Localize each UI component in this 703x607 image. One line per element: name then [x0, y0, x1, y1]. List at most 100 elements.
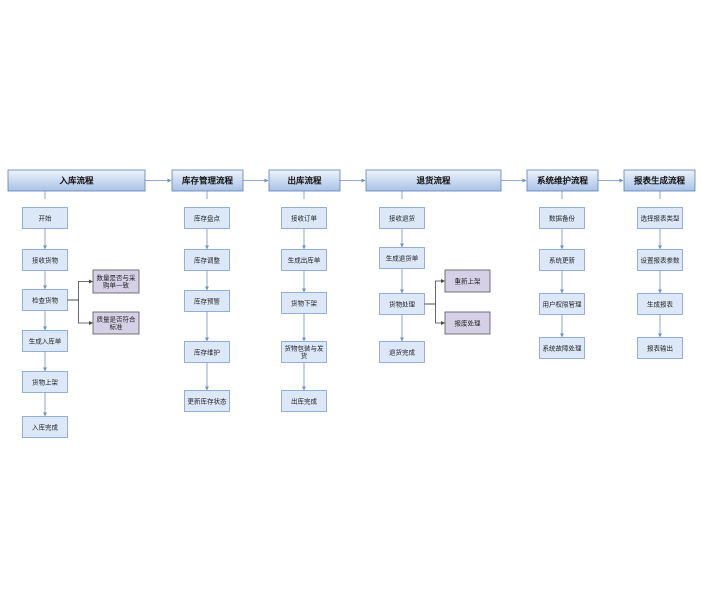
branch-box[interactable] [444, 311, 491, 335]
step-label-line: 数据备份 [549, 213, 576, 222]
step-node[interactable]: 系统更新 [539, 249, 585, 271]
branch-node[interactable]: 数量是否与采购单一致 [92, 269, 140, 294]
step-label: 报表输出 [647, 343, 673, 352]
step-label: 货物上架 [32, 377, 59, 386]
step-box[interactable] [379, 341, 425, 363]
step-node[interactable]: 库存盘点 [184, 207, 230, 229]
step-label-line: 用户权限管理 [543, 299, 583, 308]
step-node[interactable]: 出库完成 [281, 390, 327, 412]
step-node[interactable]: 接收订单 [281, 207, 327, 229]
step-node[interactable]: 用户权限管理 [539, 293, 585, 315]
lane-header-box[interactable] [526, 169, 599, 192]
step-node[interactable]: 库存预警 [184, 290, 230, 312]
step-node[interactable]: 系统故障处理 [539, 337, 585, 359]
branch-label: 质量是否符合标准 [97, 315, 137, 332]
step-node[interactable]: 检查货物 [22, 289, 68, 311]
step-node[interactable]: 生成报表 [637, 293, 683, 315]
branch-connector [67, 299, 93, 325]
step-node[interactable]: 退货完成 [379, 341, 425, 363]
step-node[interactable]: 生成入库单 [22, 330, 68, 352]
branch-node[interactable]: 重新上架 [444, 269, 491, 293]
step-label-line: 接收订单 [291, 213, 318, 222]
branch-box[interactable] [92, 269, 140, 294]
lane-header-returns[interactable]: 退货流程 [365, 169, 502, 192]
step-box[interactable] [184, 390, 230, 412]
step-box[interactable] [281, 390, 327, 412]
step-label-line: 检查货物 [32, 295, 59, 304]
branch-node[interactable]: 报废处理 [444, 311, 491, 335]
lane-header-report[interactable]: 报表生成流程 [623, 169, 696, 192]
step-node[interactable]: 库存调整 [184, 249, 230, 271]
step-node[interactable]: 开始 [22, 207, 68, 229]
step-node[interactable]: 数据备份 [539, 207, 585, 229]
step-node[interactable]: 选择报表类型 [637, 207, 683, 229]
lane-header-box[interactable] [623, 169, 696, 192]
lane-title: 系统维护流程 [537, 176, 589, 187]
step-label: 退货完成 [389, 347, 416, 356]
step-label: 系统故障处理 [543, 343, 583, 352]
branch-node[interactable]: 质量是否符合标准 [92, 311, 140, 335]
branch-label-line: 购单一致 [103, 281, 130, 290]
step-label-line: 接收退货 [389, 213, 416, 222]
step-node[interactable]: 入库完成 [22, 416, 68, 438]
step-box[interactable] [539, 337, 585, 359]
step-label-line: 出库完成 [291, 396, 318, 405]
lane-header-box[interactable] [7, 169, 146, 192]
step-label-line: 报表输出 [647, 343, 673, 352]
step-node[interactable]: 设置报表参数 [637, 249, 683, 271]
step-label: 更新库存状态 [188, 396, 228, 405]
step-node[interactable]: 生成出库单 [281, 249, 327, 271]
step-label-line: 生成出库单 [288, 255, 321, 264]
step-node[interactable]: 库存维护 [184, 341, 230, 363]
step-label: 开始 [39, 213, 53, 222]
step-box[interactable] [637, 337, 683, 359]
step-label: 库存维护 [194, 347, 220, 356]
step-label-line: 库存调整 [194, 255, 221, 264]
step-label: 货物包装与发货 [285, 344, 325, 361]
step-label: 货物处理 [389, 299, 416, 308]
step-label: 检查货物 [32, 295, 59, 304]
branch-connector [424, 279, 445, 305]
step-node[interactable]: 更新库存状态 [184, 390, 230, 412]
step-label-line: 库存预警 [194, 296, 221, 305]
step-label-line: 选择报表类型 [641, 213, 681, 222]
branch-connector [424, 303, 445, 325]
step-label-line: 生成入库单 [29, 336, 62, 345]
step-box[interactable] [22, 416, 68, 438]
lane-title: 报表生成流程 [634, 176, 686, 187]
lane-header-inbound[interactable]: 入库流程 [7, 169, 146, 192]
step-node[interactable]: 生成退货单 [379, 247, 425, 269]
lane-header-box[interactable] [268, 169, 341, 192]
step-label-line: 入库完成 [32, 422, 59, 431]
step-label: 设置报表参数 [641, 255, 681, 264]
step-node[interactable]: 报表输出 [637, 337, 683, 359]
step-node[interactable]: 货物下架 [281, 292, 327, 314]
step-node[interactable]: 接收退货 [379, 207, 425, 229]
branch-box[interactable] [444, 269, 491, 293]
step-label: 接收货物 [32, 255, 59, 264]
branch-label-line: 数量是否与采 [97, 273, 137, 282]
step-label: 出库完成 [291, 396, 318, 405]
lane-header-maintenance[interactable]: 系统维护流程 [526, 169, 599, 192]
lane-header-box[interactable] [171, 169, 244, 192]
step-node[interactable]: 接收货物 [22, 249, 68, 271]
step-node[interactable]: 货物包装与发货 [281, 341, 327, 363]
lane-header-inventory[interactable]: 库存管理流程 [171, 169, 244, 192]
step-node[interactable]: 货物处理 [379, 293, 425, 315]
step-label: 库存盘点 [194, 213, 221, 222]
step-label-line: 库存维护 [194, 347, 220, 356]
branch-label-line: 重新上架 [455, 276, 482, 285]
branch-box[interactable] [92, 311, 140, 335]
step-label-line: 开始 [39, 213, 53, 222]
branch-label: 重新上架 [455, 276, 482, 285]
step-label-line: 生成退货单 [386, 253, 419, 262]
step-node[interactable]: 货物上架 [22, 371, 68, 393]
step-label-line: 更新库存状态 [188, 396, 228, 405]
lane-title: 退货流程 [416, 176, 451, 187]
lane-header-box[interactable] [365, 169, 502, 192]
lane-header-outbound[interactable]: 出库流程 [268, 169, 341, 192]
